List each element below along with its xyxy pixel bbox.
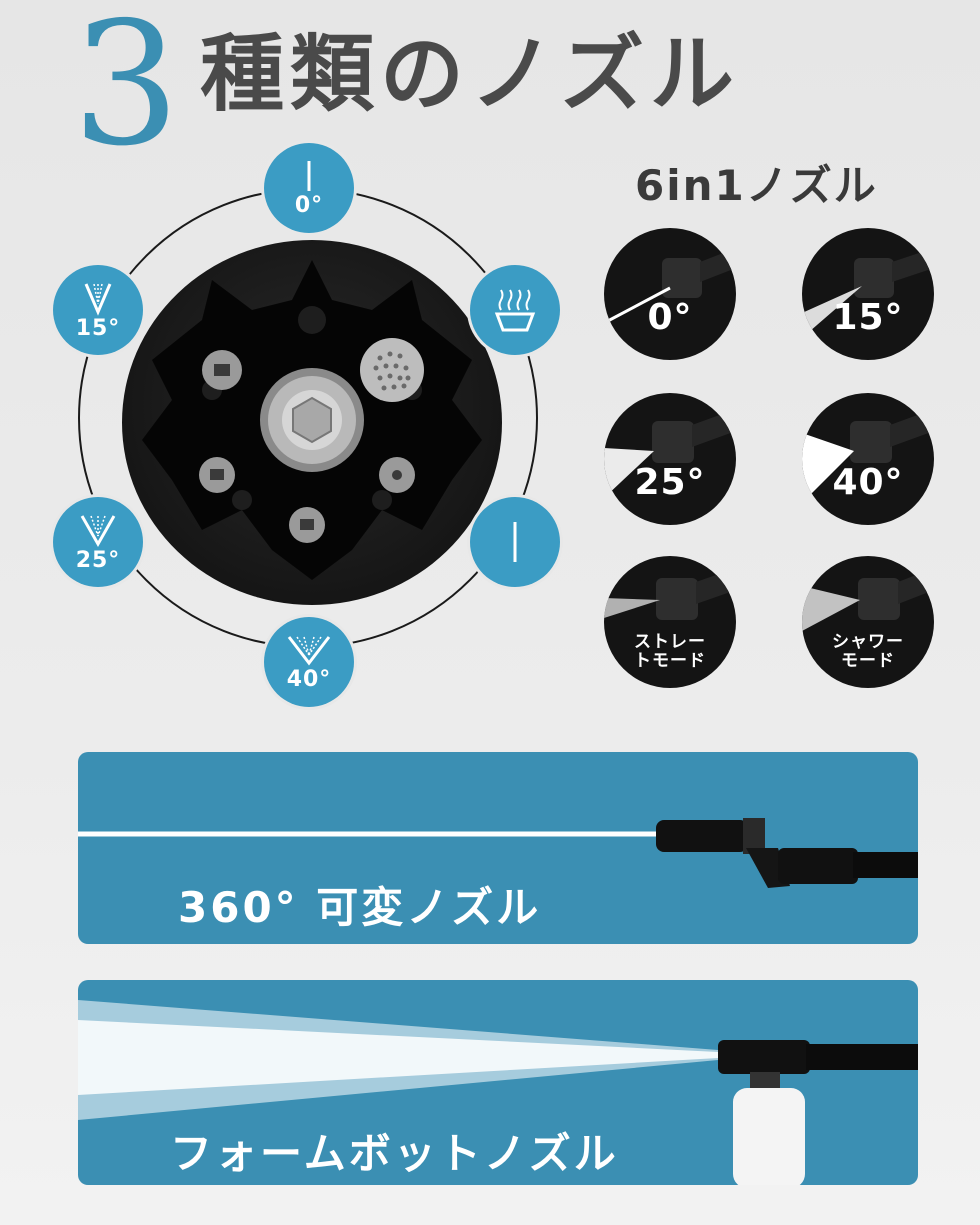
badge-label: 0° (294, 193, 324, 218)
foam-nozzle-graphic (78, 1000, 918, 1185)
nozzle-spray-graphic (802, 409, 934, 503)
mode-label-line2: モード (841, 651, 895, 672)
subtitle-6in1: 6in1ノズル (635, 161, 878, 210)
badge-25-degree: 25° (53, 497, 143, 587)
page-title: 種類のノズル (200, 25, 741, 123)
mode-label: 40° (832, 462, 904, 503)
mode-15-degree: 15° (802, 228, 934, 360)
mode-label: 0° (647, 297, 693, 338)
title-number: 3 (72, 0, 181, 184)
mode-label: 25° (634, 462, 706, 503)
nozzle-spray-graphic (604, 409, 736, 498)
mode-label: 15° (832, 297, 904, 338)
nozzle-spray-graphic (604, 248, 736, 325)
mode-label: ストレー トモード (604, 631, 736, 672)
mode-straight: ストレー トモード (604, 556, 736, 688)
badge-label: 40° (286, 667, 332, 692)
shower-head-icon (494, 289, 536, 332)
mode-0-degree: 0° (604, 228, 736, 360)
badge-label: 25° (75, 548, 121, 573)
wide-fan-icon (287, 636, 331, 666)
mode-label: シャワー モード (802, 631, 934, 672)
variable-nozzle-label: 360° 可変ノズル (178, 883, 542, 932)
vertical-line-icon (513, 522, 517, 562)
mode-40-degree: 40° (802, 393, 934, 525)
mode-label-line1: ストレー (634, 631, 706, 652)
nozzle-spray-graphic (802, 568, 934, 631)
badge-shower (470, 265, 560, 355)
medium-fan-icon (80, 515, 116, 548)
straight-jet-icon (307, 161, 311, 191)
mode-25-degree: 25° (604, 393, 736, 525)
nozzle-head-image (122, 240, 502, 605)
variable-nozzle-graphic (78, 818, 918, 888)
badge-40-degree: 40° (264, 617, 354, 707)
mode-shower: シャワー モード (802, 556, 934, 688)
badge-label: 15° (75, 316, 121, 341)
badge-15-degree: 15° (53, 265, 143, 355)
nozzle-head-graphic (142, 260, 482, 580)
banner-variable-nozzle: 360° 可変ノズル (78, 752, 918, 944)
foam-nozzle-label: フォームボットノズル (170, 1129, 619, 1178)
nozzle-spray-graphic (604, 568, 736, 620)
nozzle-spray-graphic (802, 248, 934, 338)
mode-label-line2: トモード (634, 651, 706, 672)
banner-foam-nozzle: フォームボットノズル (78, 980, 918, 1185)
badge-0-degree: 0° (264, 143, 354, 233)
badge-straight (470, 497, 560, 587)
mode-label-line1: シャワー (832, 631, 904, 652)
narrow-fan-icon (84, 283, 112, 316)
